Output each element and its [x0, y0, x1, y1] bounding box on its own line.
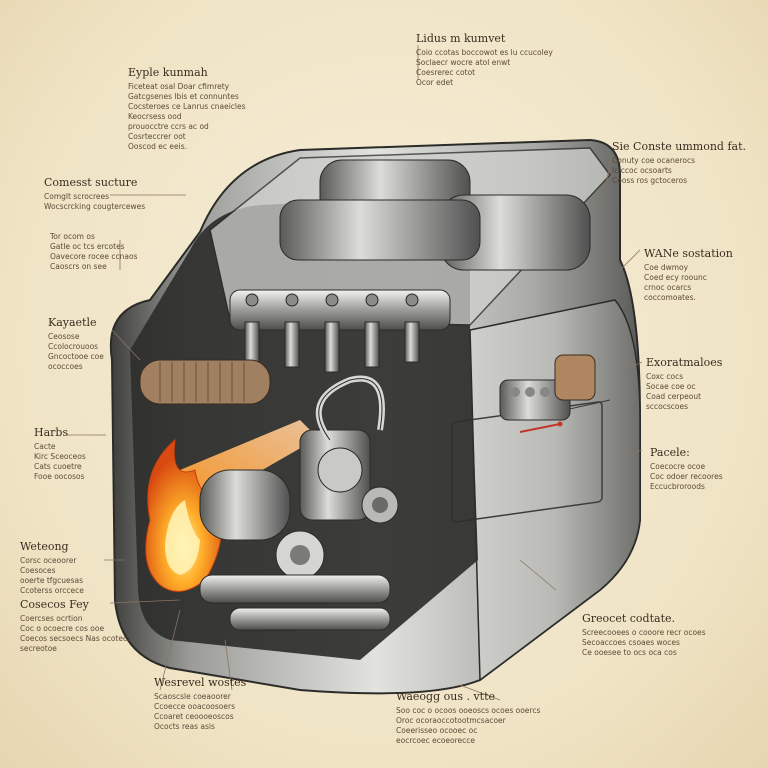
main-cylinder	[199, 469, 291, 541]
callout-greocet: Greocet codtate. Screecooees o cooore re…	[582, 612, 706, 657]
callout-wane: WANe sostation Coe dwmoy Coed ecy roounc…	[644, 247, 733, 302]
callout-sie-conste: Sie Conste ummond fat. Conuty coe ocaner…	[612, 140, 746, 185]
lower-pipe	[229, 607, 391, 631]
callout-comesst: Comesst sucture Comglt scrocrees Wocscrc…	[44, 176, 146, 211]
callout-cosecos: Cosecos Fey Coercses ocrtion Coc o ocoec…	[20, 598, 131, 653]
callout-weteong: Weteong Corsc oceoorer Coesoces ooerte t…	[20, 540, 84, 595]
callout-wesrevel: Wesrevel wostes Scaoscsle coeaoorer Ccoe…	[154, 676, 247, 731]
callout-kayaetle: Kayaetle Ceosose Ccolocrouoos Gncoctooe …	[48, 316, 104, 371]
callout-eyple: Eyple kunmah Ficeteat osal Doar cfimrety…	[128, 66, 246, 151]
callout-exoratmaloes: Exoratmaloes Coxc cocs Socae coe oc Coad…	[646, 356, 723, 411]
callout-lidus: Lidus m kumvet Coio ccotas boccowot es l…	[416, 32, 553, 87]
top-block-front	[279, 199, 481, 261]
turbo-assembly	[275, 375, 399, 580]
right-components	[499, 354, 596, 421]
callout-pacele: Pacele: Coecocre ocoe Coc odoer recoores…	[650, 446, 723, 491]
callout-unnamed: Tor ocom os Gatle oc tcs ercotes Oavecor…	[50, 232, 138, 271]
bottom-pipe	[199, 574, 391, 604]
valve-train	[229, 289, 451, 373]
callout-harbs: Harbs Cacte Kirc Sceoceos Cats cuoetre F…	[34, 426, 86, 481]
callout-title: Eyple kunmah	[128, 66, 208, 79]
callout-waeogg: Waeogg ous . vtte Soo coc o ocoos ooeosc…	[396, 690, 541, 745]
